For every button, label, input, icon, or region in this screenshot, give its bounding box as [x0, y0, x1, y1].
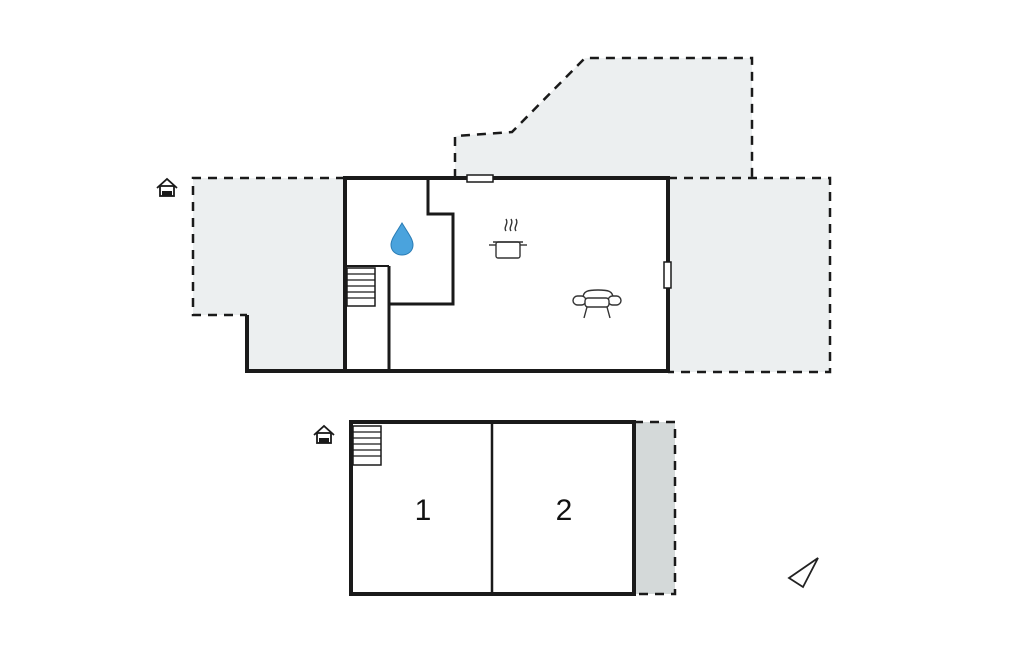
house-entrance-icon: [313, 424, 335, 444]
terrace-right-outline: [668, 176, 832, 374]
north-arrow-icon: [787, 557, 819, 589]
ground-floor: [156, 174, 672, 373]
ground-floor-outdoor-areas: [191, 56, 832, 374]
cooking-pot-icon: [489, 218, 527, 259]
balcony-outline: [634, 420, 677, 596]
terrace-left: [193, 178, 345, 371]
window-top: [466, 174, 494, 183]
staircase-icon: [346, 267, 376, 307]
balcony: [634, 422, 675, 594]
ground-floor-outer-wall: [343, 176, 670, 373]
window-right: [663, 261, 672, 289]
terrace-top-outline: [453, 56, 754, 178]
terrace-left-outline-solid: [245, 315, 345, 373]
water-drop-icon: [390, 222, 414, 256]
upper-floor: 1 2: [313, 420, 677, 596]
sofa-icon: [572, 289, 622, 319]
house-entrance-icon: [156, 177, 178, 197]
staircase-icon: [352, 425, 382, 466]
room-label-1: 1: [415, 494, 432, 527]
terrace-right: [668, 178, 830, 372]
bathroom-wall: [389, 178, 455, 306]
terrace-top: [455, 58, 752, 178]
room-label-2: 2: [556, 494, 573, 527]
